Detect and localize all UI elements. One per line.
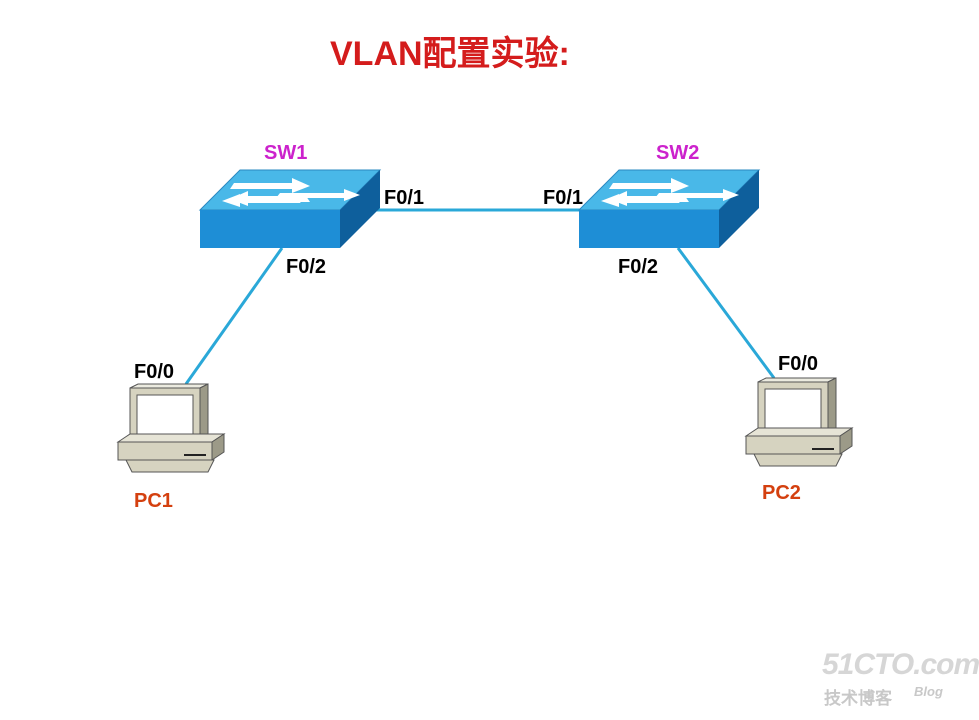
port-label-sw1-f0-1: F0/1 (384, 187, 425, 209)
port-label-sw1-f0-2: F0/2 (286, 256, 327, 278)
pc1-label: PC1 (134, 490, 173, 512)
switch-sw1[interactable] (198, 169, 382, 248)
port-label-sw2-f0-2: F0/2 (618, 256, 659, 278)
link-sw1-pc1 (184, 247, 284, 385)
sw2-label: SW2 (656, 142, 700, 164)
computer-pc2[interactable] (744, 377, 854, 467)
computer-icon (116, 383, 226, 473)
computer-pc1[interactable] (116, 383, 226, 473)
port-label-sw2-f0-1: F0/1 (543, 187, 584, 209)
computer-icon (744, 377, 854, 467)
port-label-pc1-f0-0: F0/0 (134, 361, 175, 383)
pc2-label: PC2 (762, 482, 801, 504)
page-title: VLAN配置实验: (330, 35, 570, 73)
watermark-logo: 51CTO.com (822, 648, 979, 681)
sw1-label: SW1 (264, 142, 308, 164)
switch-sw2[interactable] (577, 169, 761, 248)
watermark-blog: Blog (914, 684, 943, 699)
switch-icon (577, 169, 761, 248)
links (184, 208, 776, 385)
watermark-subtitle: 技术博客 (824, 689, 892, 708)
port-label-pc2-f0-0: F0/0 (778, 353, 819, 375)
link-sw2-pc2 (676, 247, 776, 379)
switch-icon (198, 169, 382, 248)
